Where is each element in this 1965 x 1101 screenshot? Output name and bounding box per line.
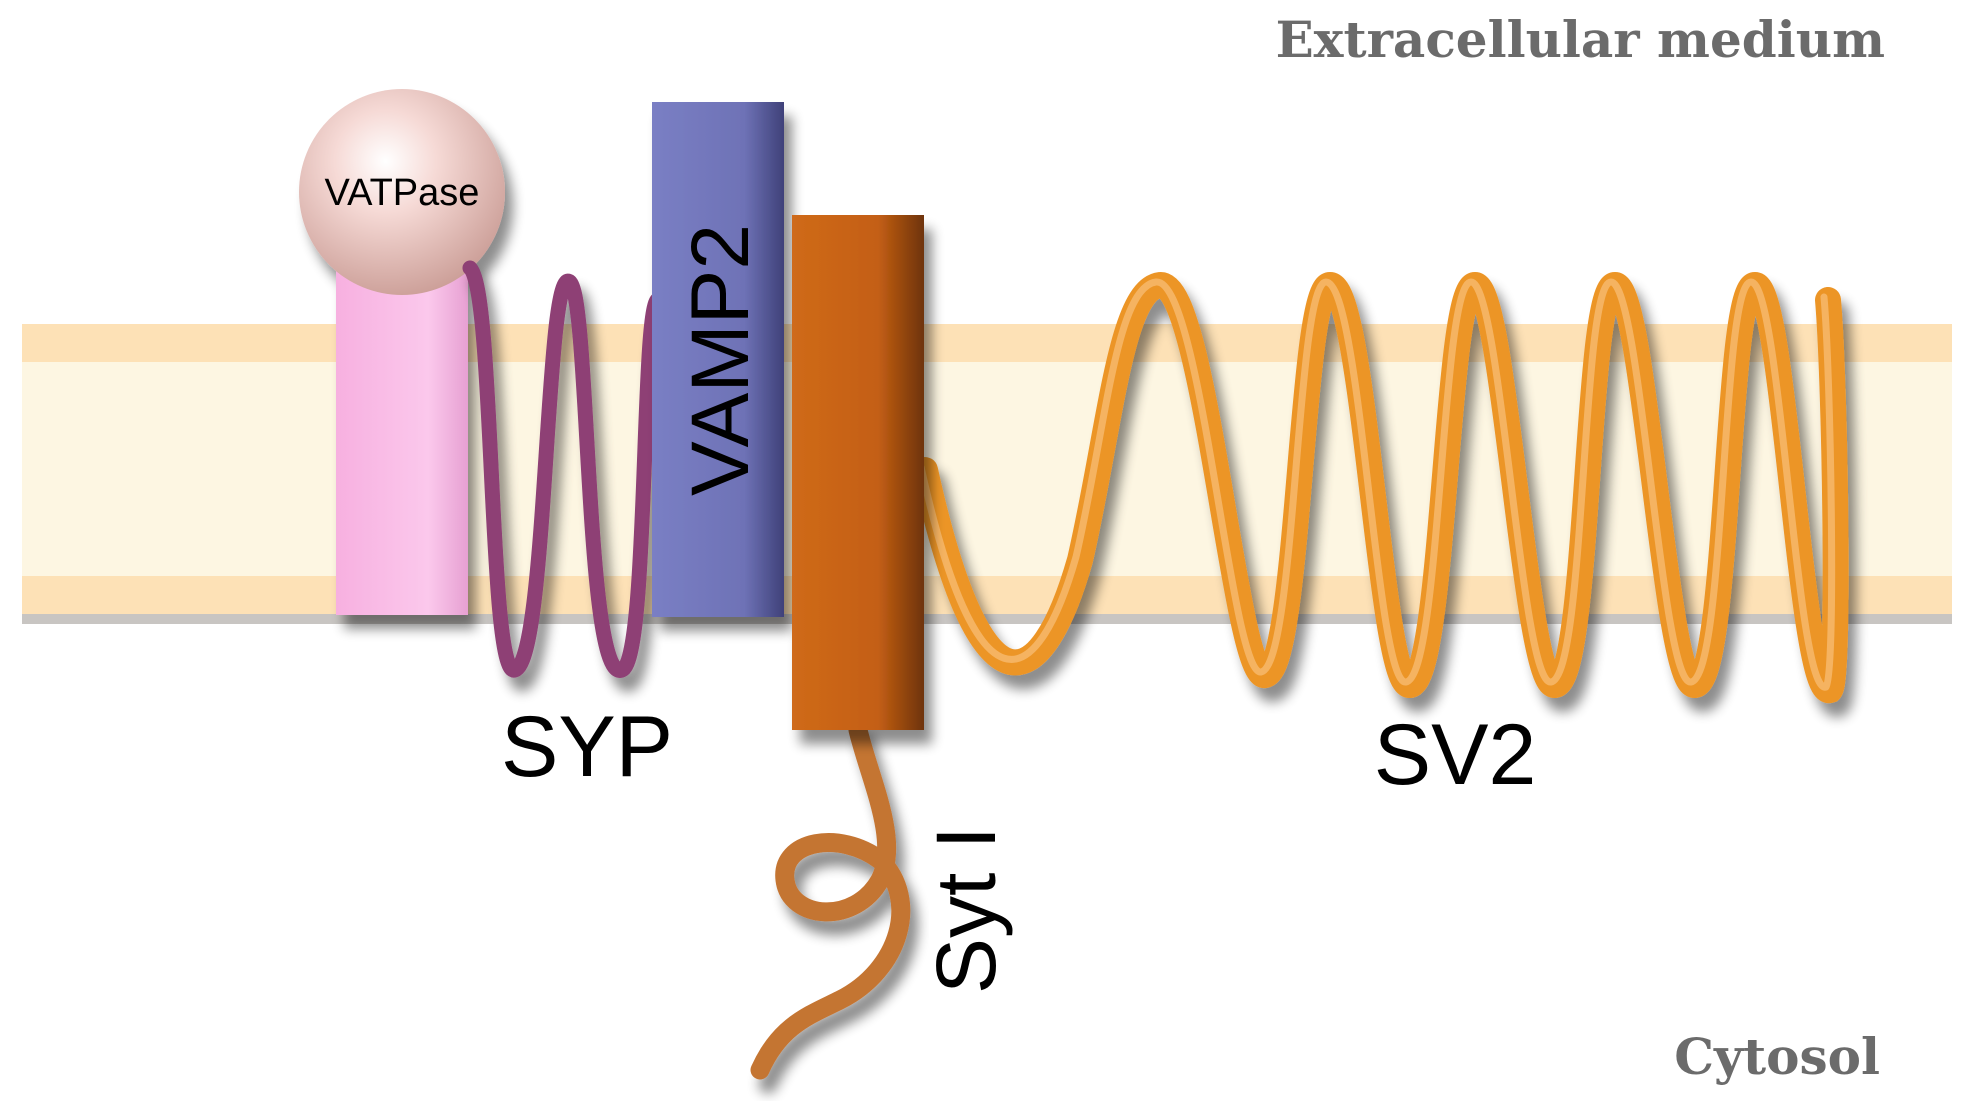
syp-coil [462,260,668,678]
vatpase-stalk [336,255,468,615]
vatpase-label: VATPase [325,172,480,214]
extracellular-medium-label: Extracellular medium [1276,10,1885,69]
vamp2-label: VAMP2 [675,224,766,496]
sv2-coil-highlight [917,278,1836,691]
sv2-label: SV2 [1374,707,1537,803]
syt-i-label: Syt I [919,826,1013,994]
syt-i-block [792,215,924,730]
membrane-outer-leaflet [22,324,1952,362]
cytosol-label: Cytosol [1674,1027,1880,1086]
vamp2-block [652,102,784,617]
membrane-shadow [22,614,1952,624]
syp-label: SYP [501,699,673,795]
vatpase [299,89,505,615]
syt-i-tail [750,720,911,1080]
vatpase-sphere [299,89,505,295]
